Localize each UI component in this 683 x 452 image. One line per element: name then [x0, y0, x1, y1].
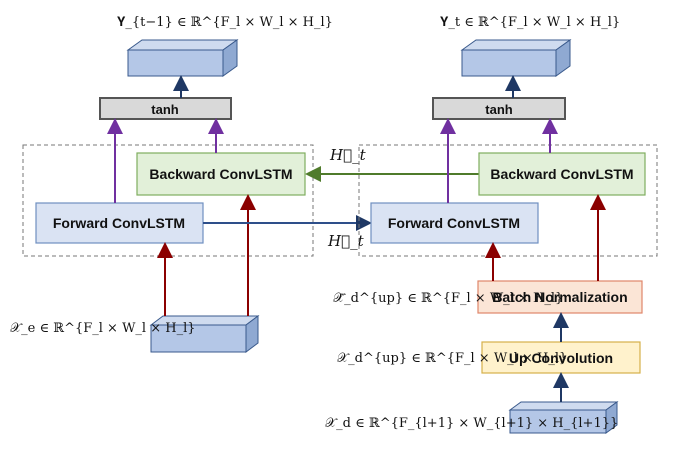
svg-text:tanh: tanh	[485, 102, 513, 117]
svg-text:Up Convolution: Up Convolution	[509, 350, 613, 366]
right-output-block	[460, 39, 572, 77]
right-output-label: 𝐘_t ∈ ℝ^{F_l × W_l × H_l}	[440, 15, 620, 30]
left-output-label: 𝐘_{t−1} ∈ ℝ^{F_l × W_l × H_l}	[117, 15, 333, 30]
right-tanh-box: tanh	[432, 97, 566, 120]
svg-text:Forward ConvLSTM: Forward ConvLSTM	[388, 215, 520, 231]
right-forward-convlstm: Forward ConvLSTM	[370, 202, 539, 244]
left-output-block	[126, 39, 239, 77]
up-convolution-box: Up Convolution	[481, 341, 641, 374]
hidden-backward-label: H⃖_t	[329, 146, 367, 164]
left-input-block	[149, 315, 260, 353]
left-forward-convlstm: Forward ConvLSTM	[35, 202, 204, 244]
right-input-block	[508, 401, 619, 434]
right-backward-convlstm: Backward ConvLSTM	[478, 152, 646, 196]
left-input-label: 𝒳_e ∈ ℝ^{F_l × W_l × H_l}	[10, 321, 196, 336]
left-backward-convlstm: Backward ConvLSTM	[136, 152, 306, 196]
left-tanh-box: tanh	[99, 97, 232, 120]
right-bilstm-container	[358, 144, 658, 257]
batch-normalization-box: Batch Normalization	[477, 280, 643, 314]
svg-text:Batch Normalization: Batch Normalization	[492, 289, 627, 305]
svg-text:tanh: tanh	[151, 102, 179, 117]
right-input-label: 𝒳_d ∈ ℝ^{F_{l+1} × W_{l+1} × H_{l+1}}	[325, 416, 618, 431]
batchnorm-input-label: 𝒳̂_d^{up} ∈ ℝ^{F_l × W_l × H_l}	[333, 291, 563, 306]
svg-text:Backward ConvLSTM: Backward ConvLSTM	[490, 166, 633, 182]
upconv-output-label: 𝒳_d^{up} ∈ ℝ^{F_l × W_l × H_l}	[337, 351, 567, 366]
svg-text:Backward ConvLSTM: Backward ConvLSTM	[149, 166, 292, 182]
svg-text:Forward ConvLSTM: Forward ConvLSTM	[53, 215, 185, 231]
hidden-forward-label: H⃗_t	[327, 232, 365, 250]
